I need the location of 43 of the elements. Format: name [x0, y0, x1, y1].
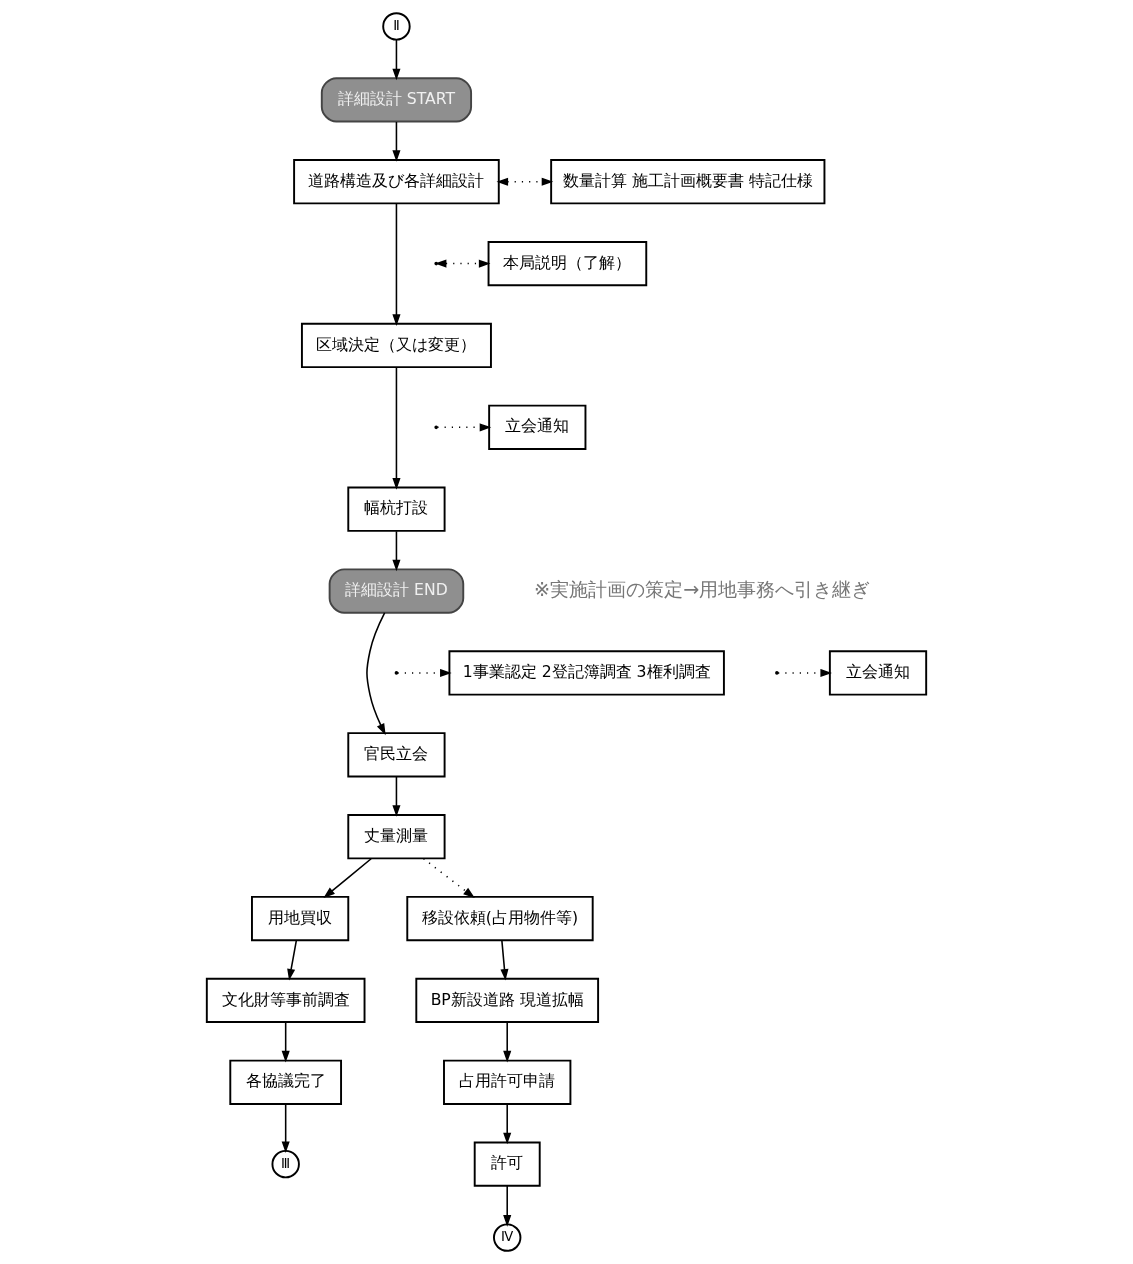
arrow	[392, 38, 401, 81]
arrow	[392, 530, 401, 572]
node-box: 詳細設計 START	[320, 77, 473, 123]
node-box: 占用許可申請	[443, 1059, 572, 1105]
node-box: 道路構造及び各詳細設計	[293, 159, 500, 205]
arrow	[392, 366, 401, 490]
node-box: 1事業認定 2登記簿調査 3権利調査	[448, 650, 725, 696]
node-box: 詳細設計 END	[328, 568, 465, 614]
node-circle: Ⅲ	[271, 1149, 300, 1179]
arrow	[396, 668, 452, 677]
node-box: 文化財等事前調査	[205, 977, 366, 1024]
arrow	[500, 939, 509, 981]
node-box: 幅杭打設	[347, 486, 446, 532]
arrow	[366, 612, 386, 736]
arrow	[503, 1103, 512, 1145]
arrow	[392, 121, 401, 162]
arrow	[422, 857, 475, 899]
node-label: ※実施計画の策定→用地事務へ引き継ぎ	[534, 577, 871, 601]
node-box: 区域決定（又は変更）	[300, 322, 492, 369]
node-box: 立会通知	[488, 404, 587, 450]
node-box: 許可	[473, 1141, 541, 1187]
node-box: 数量計算 施工計画概要書 特記仕様	[550, 159, 826, 205]
node-box: 官民立会	[347, 732, 446, 778]
node-box: BP新設道路 現道拡幅	[415, 977, 600, 1024]
arrow	[496, 177, 554, 186]
arrow	[287, 939, 298, 981]
arrow	[503, 1185, 512, 1227]
node-circle: Ⅳ	[493, 1223, 522, 1252]
arrow	[777, 668, 832, 677]
node-circle: Ⅱ	[382, 12, 411, 41]
node-box: 本局説明（了解）	[487, 240, 648, 287]
arrow	[436, 423, 492, 432]
arrow	[503, 1021, 512, 1063]
arrow	[281, 1021, 290, 1063]
node-box: 移設依頼(占用物件等)	[406, 895, 594, 942]
node-box: 立会通知	[828, 650, 928, 696]
arrow	[281, 1103, 290, 1153]
arrow	[323, 857, 372, 899]
arrow	[392, 776, 401, 817]
node-box: 用地買収	[251, 895, 350, 942]
node-box: 丈量測量	[347, 814, 446, 860]
arrow	[392, 202, 401, 326]
node-box: 各協議完了	[229, 1059, 343, 1105]
